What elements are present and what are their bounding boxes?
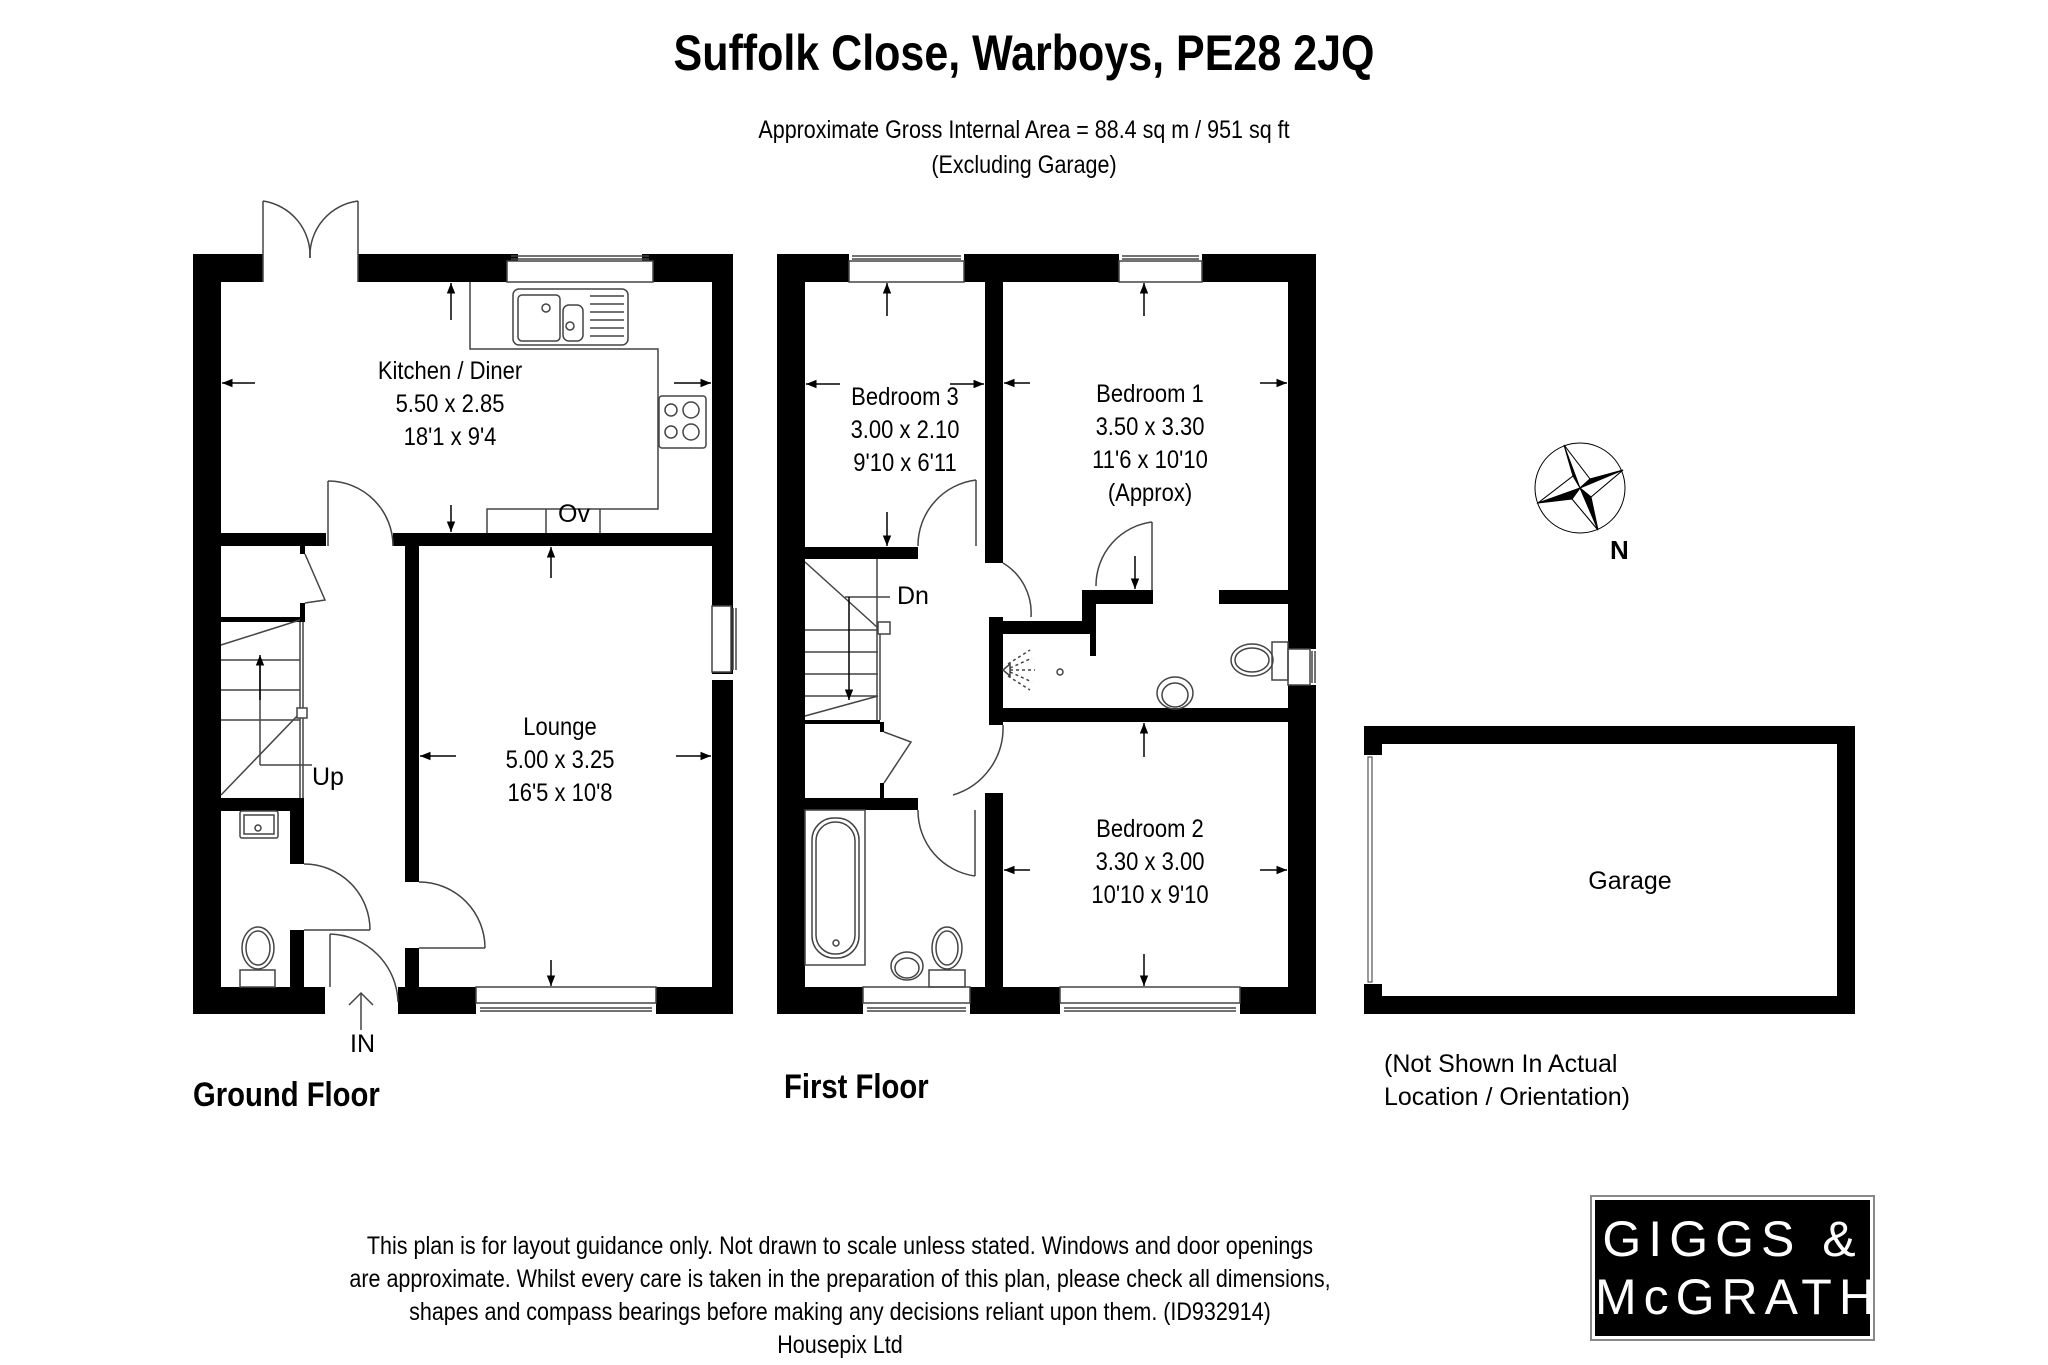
compass-north-label: N xyxy=(1610,535,1629,565)
room-bedroom-1: Bedroom 1 3.50 x 3.30 11'6 x 10'10 (Appr… xyxy=(1044,378,1255,510)
stairs-down-label: Dn xyxy=(897,582,929,610)
room-name: Bedroom 2 xyxy=(1096,815,1204,843)
room-metric: 3.50 x 3.30 xyxy=(1095,413,1205,441)
oven-label: Ov xyxy=(558,500,590,528)
room-metric: 5.00 x 3.25 xyxy=(505,746,615,774)
room-name: Kitchen / Diner xyxy=(377,357,523,385)
disclaimer-line-1: This plan is for layout guidance only. N… xyxy=(366,1232,1314,1260)
entrance-label: IN xyxy=(350,1030,375,1058)
ground-floor-fixtures xyxy=(220,200,737,1030)
disclaimer-line-2: are approximate. Whilst every care is ta… xyxy=(349,1265,1331,1293)
room-imperial: 10'10 x 9'10 xyxy=(1091,881,1209,909)
garage-walls xyxy=(1364,726,1855,1014)
logo-line-1: GIGGS & xyxy=(1602,1211,1863,1267)
room-metric: 3.00 x 2.10 xyxy=(850,416,960,444)
room-imperial: 11'6 x 10'10 xyxy=(1092,446,1208,474)
room-metric: 5.50 x 2.85 xyxy=(395,390,505,418)
room-name: Bedroom 1 xyxy=(1096,380,1204,408)
room-name: Lounge xyxy=(523,713,597,741)
garage-door xyxy=(1367,756,1373,983)
page-title: Suffolk Close, Warboys, PE28 2JQ xyxy=(673,25,1375,81)
agent-logo: GIGGS & McGRATH xyxy=(1590,1195,1882,1341)
room-bedroom-3: Bedroom 3 3.00 x 2.10 9'10 x 6'11 xyxy=(813,381,998,480)
room-metric: 3.30 x 3.00 xyxy=(1095,848,1205,876)
ground-floor-label: Ground Floor xyxy=(193,1076,380,1114)
room-lounge: Lounge 5.00 x 3.25 16'5 x 10'8 xyxy=(454,711,665,810)
disclaimer-line-4: Housepix Ltd xyxy=(777,1331,903,1359)
first-floor-fixtures xyxy=(804,255,1316,1012)
room-bedroom-2: Bedroom 2 3.30 x 3.00 10'10 x 9'10 xyxy=(1044,813,1255,912)
area-summary: Approximate Gross Internal Area = 88.4 s… xyxy=(758,116,1290,144)
room-imperial: 16'5 x 10'8 xyxy=(507,779,613,807)
first-floor-label: First Floor xyxy=(784,1068,929,1106)
garage-note-line1: (Not Shown In Actual xyxy=(1384,1050,1618,1078)
disclaimer: This plan is for layout guidance only. N… xyxy=(118,1230,1563,1362)
logo-line-2: McGRATH xyxy=(1595,1269,1882,1325)
room-note: (Approx) xyxy=(1107,479,1193,507)
disclaimer-line-3: shapes and compass bearings before makin… xyxy=(409,1298,1271,1326)
garage-note-line2: Location / Orientation) xyxy=(1384,1083,1630,1111)
room-imperial: 18'1 x 9'4 xyxy=(403,423,497,451)
ground-floor-walls xyxy=(193,254,733,1014)
stairs-up-label: Up xyxy=(312,763,344,791)
area-note: (Excluding Garage) xyxy=(931,151,1117,179)
first-floor-walls xyxy=(777,254,1316,1014)
garage-note: (Not Shown In Actual Location / Orientat… xyxy=(1384,1048,1630,1114)
garage-label: Garage xyxy=(1588,867,1672,895)
compass-rose-icon xyxy=(1534,442,1626,534)
first-floor-dimension-arrows xyxy=(806,283,1287,986)
room-name: Bedroom 3 xyxy=(851,383,959,411)
room-imperial: 9'10 x 6'11 xyxy=(853,449,957,477)
room-kitchen-diner: Kitchen / Diner 5.50 x 2.85 18'1 x 9'4 xyxy=(344,355,555,454)
ground-floor-dimension-arrows xyxy=(222,283,711,986)
